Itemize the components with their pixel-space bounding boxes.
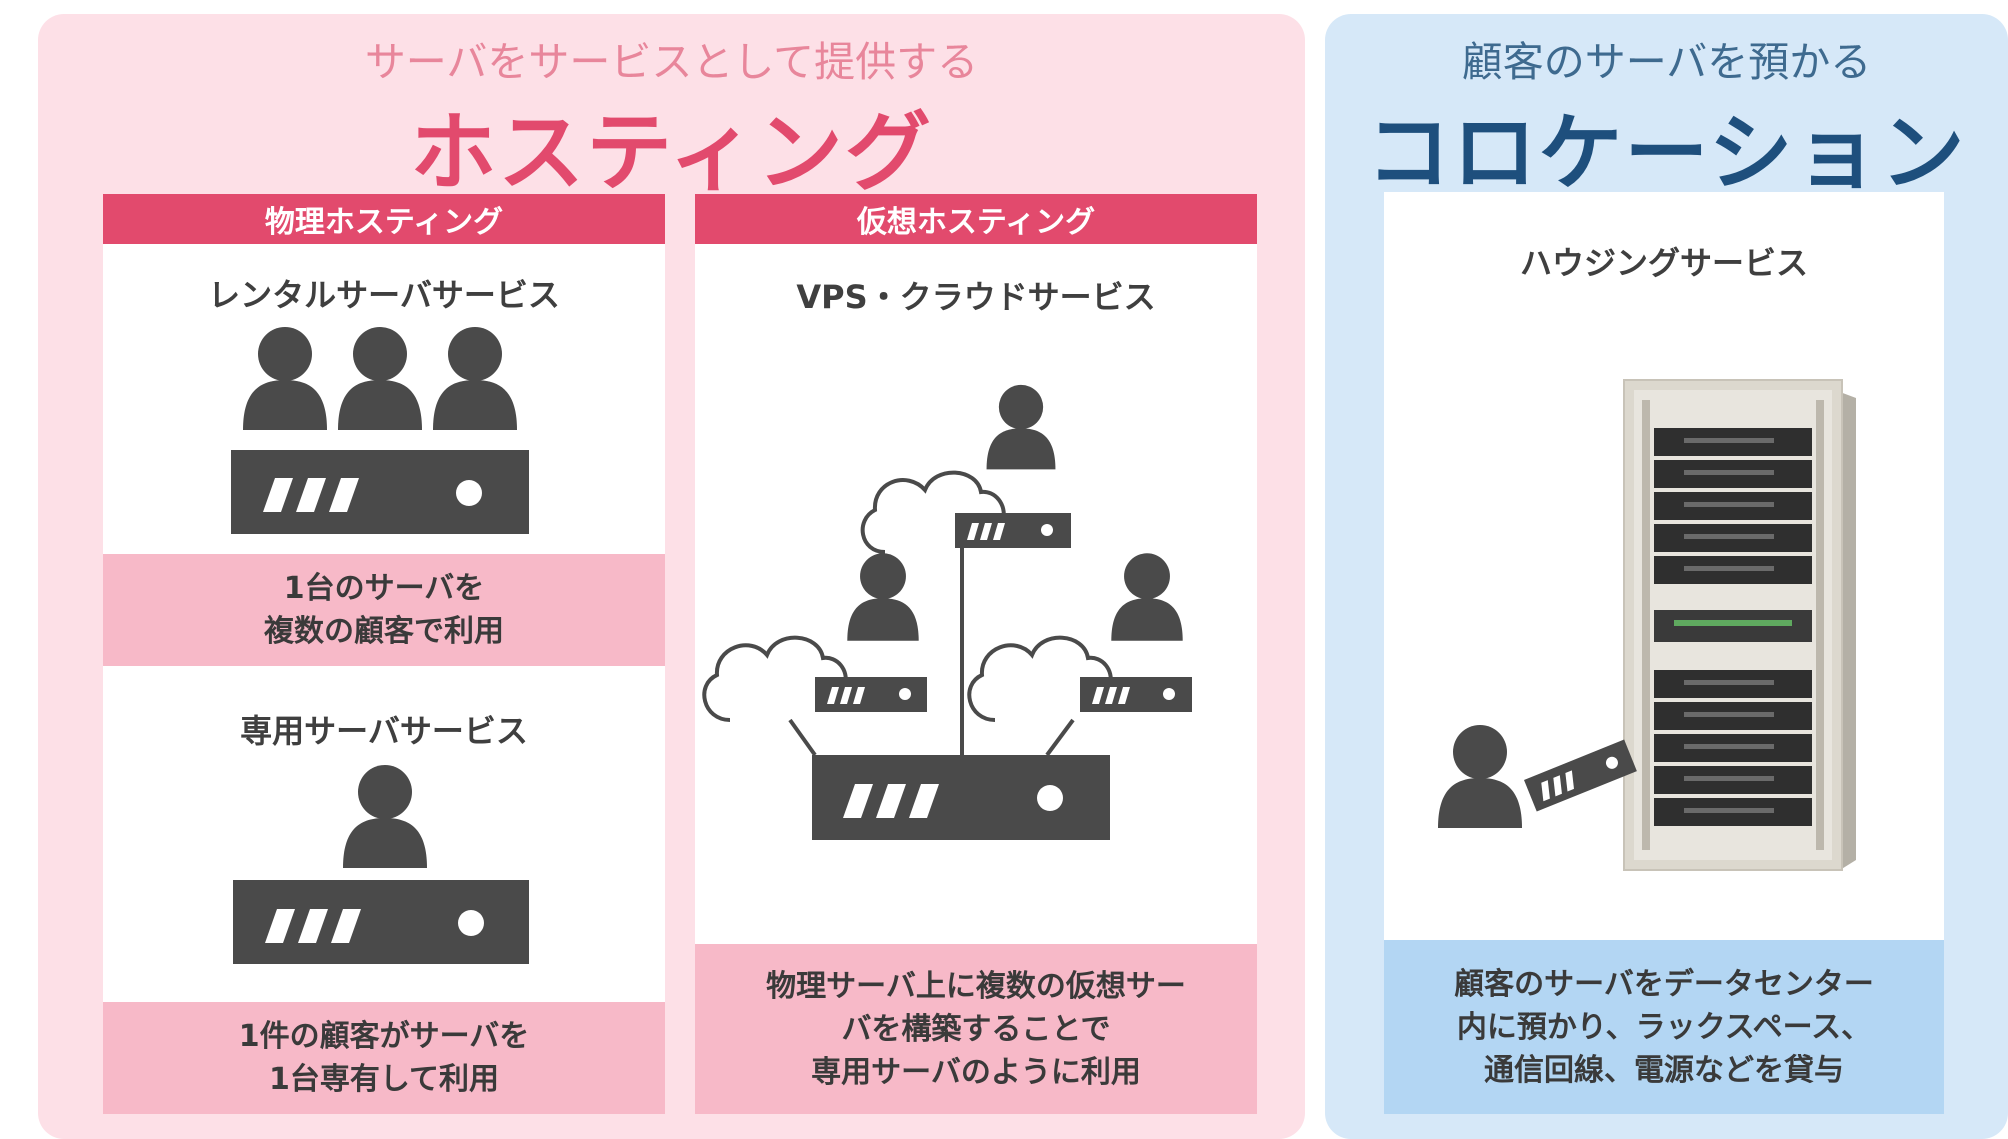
vps-desc: 物理サーバ上に複数の仮想サーバを構築することで専用サーバのように利用: [695, 944, 1257, 1114]
user-icon: [433, 327, 517, 430]
rental-server-illustration: [231, 327, 529, 534]
hosting-subtitle: サーバをサービスとして提供する: [364, 38, 979, 86]
server-icon: [1524, 739, 1637, 812]
server-icon: [955, 513, 1071, 548]
dedicated-server-title: 専用サーバサービス: [240, 712, 528, 750]
vps-title: VPS・クラウドサービス: [796, 278, 1156, 316]
rental-server-desc: 1台のサーバを複数の顧客で利用: [103, 554, 665, 666]
user-icon: [986, 384, 1056, 470]
physical-hosting-header: 物理ホスティング: [103, 194, 665, 244]
user-icon: [1438, 725, 1522, 828]
user-icon: [1111, 553, 1183, 641]
network-lines: [788, 540, 1075, 757]
housing-title: ハウジングサービス: [1519, 244, 1808, 282]
vps-illustration: [702, 384, 1192, 840]
server-icon: [231, 450, 529, 534]
server-icon: [812, 755, 1110, 840]
housing-illustration: [1438, 379, 1856, 871]
cloud-icon: [702, 635, 848, 722]
server-icon: [1080, 677, 1192, 712]
dedicated-server-illustration: [233, 765, 529, 964]
colocation-title: コロケーション: [1366, 104, 1967, 202]
user-icon: [338, 327, 422, 430]
virtual-hosting-header: 仮想ホスティング: [695, 194, 1257, 244]
server-rack-icon: [1623, 379, 1856, 871]
cloud-icon: [860, 470, 1006, 554]
user-icon: [243, 327, 327, 430]
colocation-subtitle: 顧客のサーバを預かる: [1461, 38, 1872, 86]
server-icon: [815, 677, 927, 712]
user-icon: [847, 553, 919, 641]
rental-server-title: レンタルサーバサービス: [208, 276, 560, 314]
server-icon: [233, 880, 529, 964]
housing-desc: 顧客のサーバをデータセンター内に預かり、ラックスペース、通信回線、電源などを貸与: [1384, 940, 1944, 1114]
cloud-icon: [967, 635, 1113, 722]
hosting-title: ホスティング: [410, 103, 933, 203]
user-icon: [343, 765, 427, 868]
